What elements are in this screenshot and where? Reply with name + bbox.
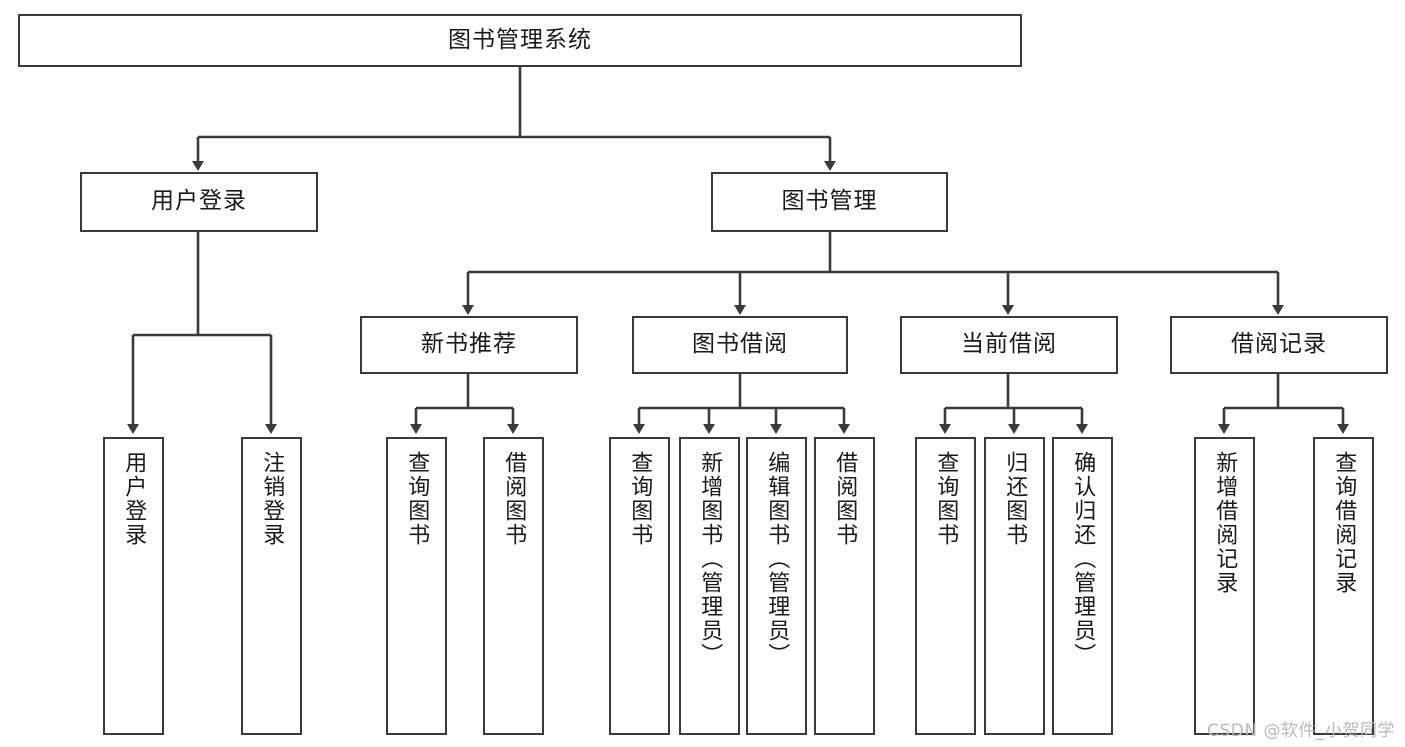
node-book-management[interactable]: 图书管理 — [711, 172, 948, 232]
node-current-borrow[interactable]: 当前借阅 — [900, 316, 1118, 374]
leaf-label: 编辑图书（管理员） — [764, 451, 790, 667]
leaf-record-add[interactable]: 新增借阅记录 — [1194, 437, 1255, 735]
leaf-label: 查询图书 — [404, 451, 430, 547]
node-new-book-recommend-label: 新书推荐 — [421, 331, 517, 358]
leaf-borrow-edit-book[interactable]: 编辑图书（管理员） — [746, 437, 807, 735]
leaf-label: 注销登录 — [259, 451, 285, 547]
leaf-label: 借阅图书 — [501, 451, 527, 547]
leaf-current-confirm-return[interactable]: 确认归还（管理员） — [1052, 437, 1113, 735]
node-new-book-recommend[interactable]: 新书推荐 — [360, 316, 578, 374]
leaf-label: 查询图书 — [933, 451, 959, 547]
leaf-label: 查询图书 — [627, 451, 653, 547]
leaf-new-book-borrow[interactable]: 借阅图书 — [483, 437, 544, 735]
leaf-label: 确认归还（管理员） — [1070, 451, 1096, 667]
leaf-borrow-query-book[interactable]: 查询图书 — [609, 437, 670, 735]
leaf-label: 用户登录 — [121, 451, 147, 547]
leaf-record-query[interactable]: 查询借阅记录 — [1313, 437, 1374, 735]
csdn-watermark: CSDN @软件_小贺同学 — [1207, 721, 1395, 741]
node-borrow-record[interactable]: 借阅记录 — [1170, 316, 1388, 374]
node-root-label: 图书管理系统 — [448, 26, 592, 53]
node-borrow-record-label: 借阅记录 — [1231, 331, 1327, 358]
node-user-login-label: 用户登录 — [151, 188, 247, 215]
node-book-management-label: 图书管理 — [781, 188, 878, 215]
leaf-user-login-signin[interactable]: 用户登录 — [103, 437, 164, 735]
leaf-borrow-add-book[interactable]: 新增图书（管理员） — [679, 437, 740, 735]
leaf-borrow-borrow-book[interactable]: 借阅图书 — [814, 437, 875, 735]
node-book-borrow[interactable]: 图书借阅 — [632, 316, 848, 374]
leaf-user-login-signout[interactable]: 注销登录 — [241, 437, 302, 735]
leaf-current-query-book[interactable]: 查询图书 — [915, 437, 976, 735]
leaf-label: 新增图书（管理员） — [697, 451, 723, 667]
leaf-label: 查询借阅记录 — [1331, 451, 1357, 595]
leaf-label: 归还图书 — [1002, 451, 1028, 547]
node-current-borrow-label: 当前借阅 — [961, 331, 1057, 358]
leaf-current-return-book[interactable]: 归还图书 — [984, 437, 1045, 735]
node-user-login[interactable]: 用户登录 — [80, 172, 318, 232]
leaf-new-book-query[interactable]: 查询图书 — [386, 437, 447, 735]
node-book-borrow-label: 图书借阅 — [692, 331, 788, 358]
leaf-label: 借阅图书 — [832, 451, 858, 547]
leaf-label: 新增借阅记录 — [1212, 451, 1238, 595]
node-root[interactable]: 图书管理系统 — [18, 14, 1022, 67]
